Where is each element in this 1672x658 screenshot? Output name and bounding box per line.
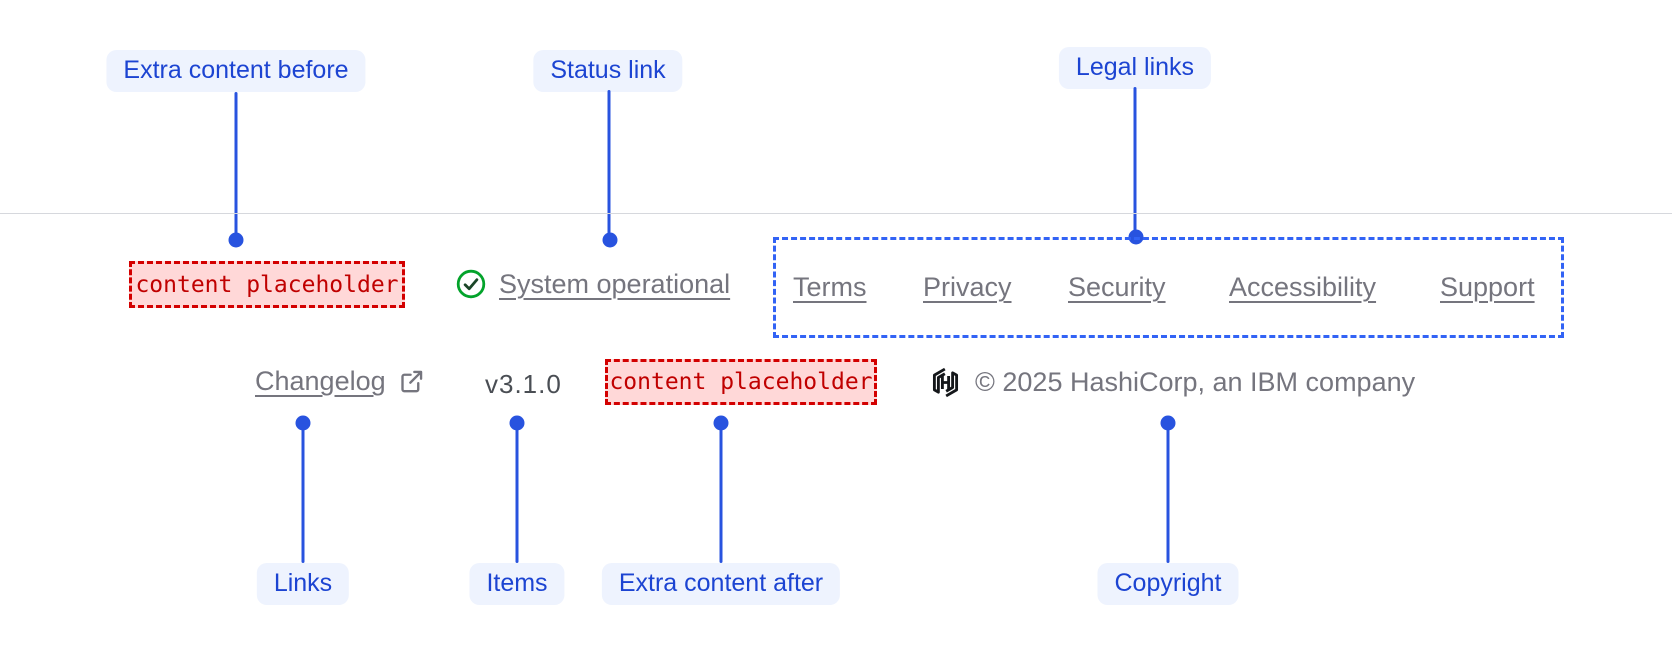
changelog-link-label: Changelog bbox=[255, 366, 386, 396]
callout-items: Items bbox=[469, 563, 565, 605]
connector-dot bbox=[228, 232, 244, 248]
legal-links-container bbox=[773, 237, 1564, 338]
status-link-label: System operational bbox=[499, 268, 731, 299]
legal-link-support[interactable]: Support bbox=[1440, 272, 1535, 302]
connector-line bbox=[234, 92, 238, 240]
callout-extra-content-before: Extra content before bbox=[106, 50, 366, 92]
connector-line bbox=[607, 90, 611, 240]
external-link-icon bbox=[398, 368, 425, 395]
connector-line bbox=[515, 423, 519, 563]
connector-line bbox=[301, 423, 305, 563]
check-circle-icon bbox=[455, 268, 487, 300]
copyright-text: © 2025 HashiCorp, an IBM company bbox=[975, 367, 1416, 397]
callout-extra-content-after: Extra content after bbox=[601, 563, 841, 605]
footer-top-divider bbox=[0, 213, 1672, 214]
placeholder-text: content placeholder bbox=[609, 369, 873, 395]
placeholder-text: content placeholder bbox=[135, 271, 399, 298]
changelog-link[interactable]: Changelog bbox=[255, 366, 425, 397]
connector-dot bbox=[602, 232, 618, 248]
version-label: v3.1.0 bbox=[485, 369, 562, 399]
connector-line bbox=[1166, 423, 1170, 563]
connector-line bbox=[719, 423, 723, 563]
legal-link-security[interactable]: Security bbox=[1068, 272, 1166, 302]
legal-link-privacy[interactable]: Privacy bbox=[923, 272, 1012, 302]
callout-copyright: Copyright bbox=[1097, 563, 1239, 605]
hashicorp-logo-icon bbox=[930, 366, 961, 399]
connector-line bbox=[1133, 87, 1137, 237]
status-link[interactable]: System operational bbox=[455, 268, 730, 300]
legal-link-terms[interactable]: Terms bbox=[793, 272, 867, 302]
copyright-section: © 2025 HashiCorp, an IBM company bbox=[930, 366, 1415, 399]
callout-legal-links: Legal links bbox=[1058, 47, 1212, 89]
extra-content-before-placeholder: content placeholder bbox=[129, 261, 405, 308]
legal-link-accessibility[interactable]: Accessibility bbox=[1229, 272, 1377, 302]
extra-content-after-placeholder: content placeholder bbox=[605, 359, 877, 405]
callout-status-link: Status link bbox=[533, 50, 683, 92]
callout-links: Links bbox=[256, 563, 350, 605]
